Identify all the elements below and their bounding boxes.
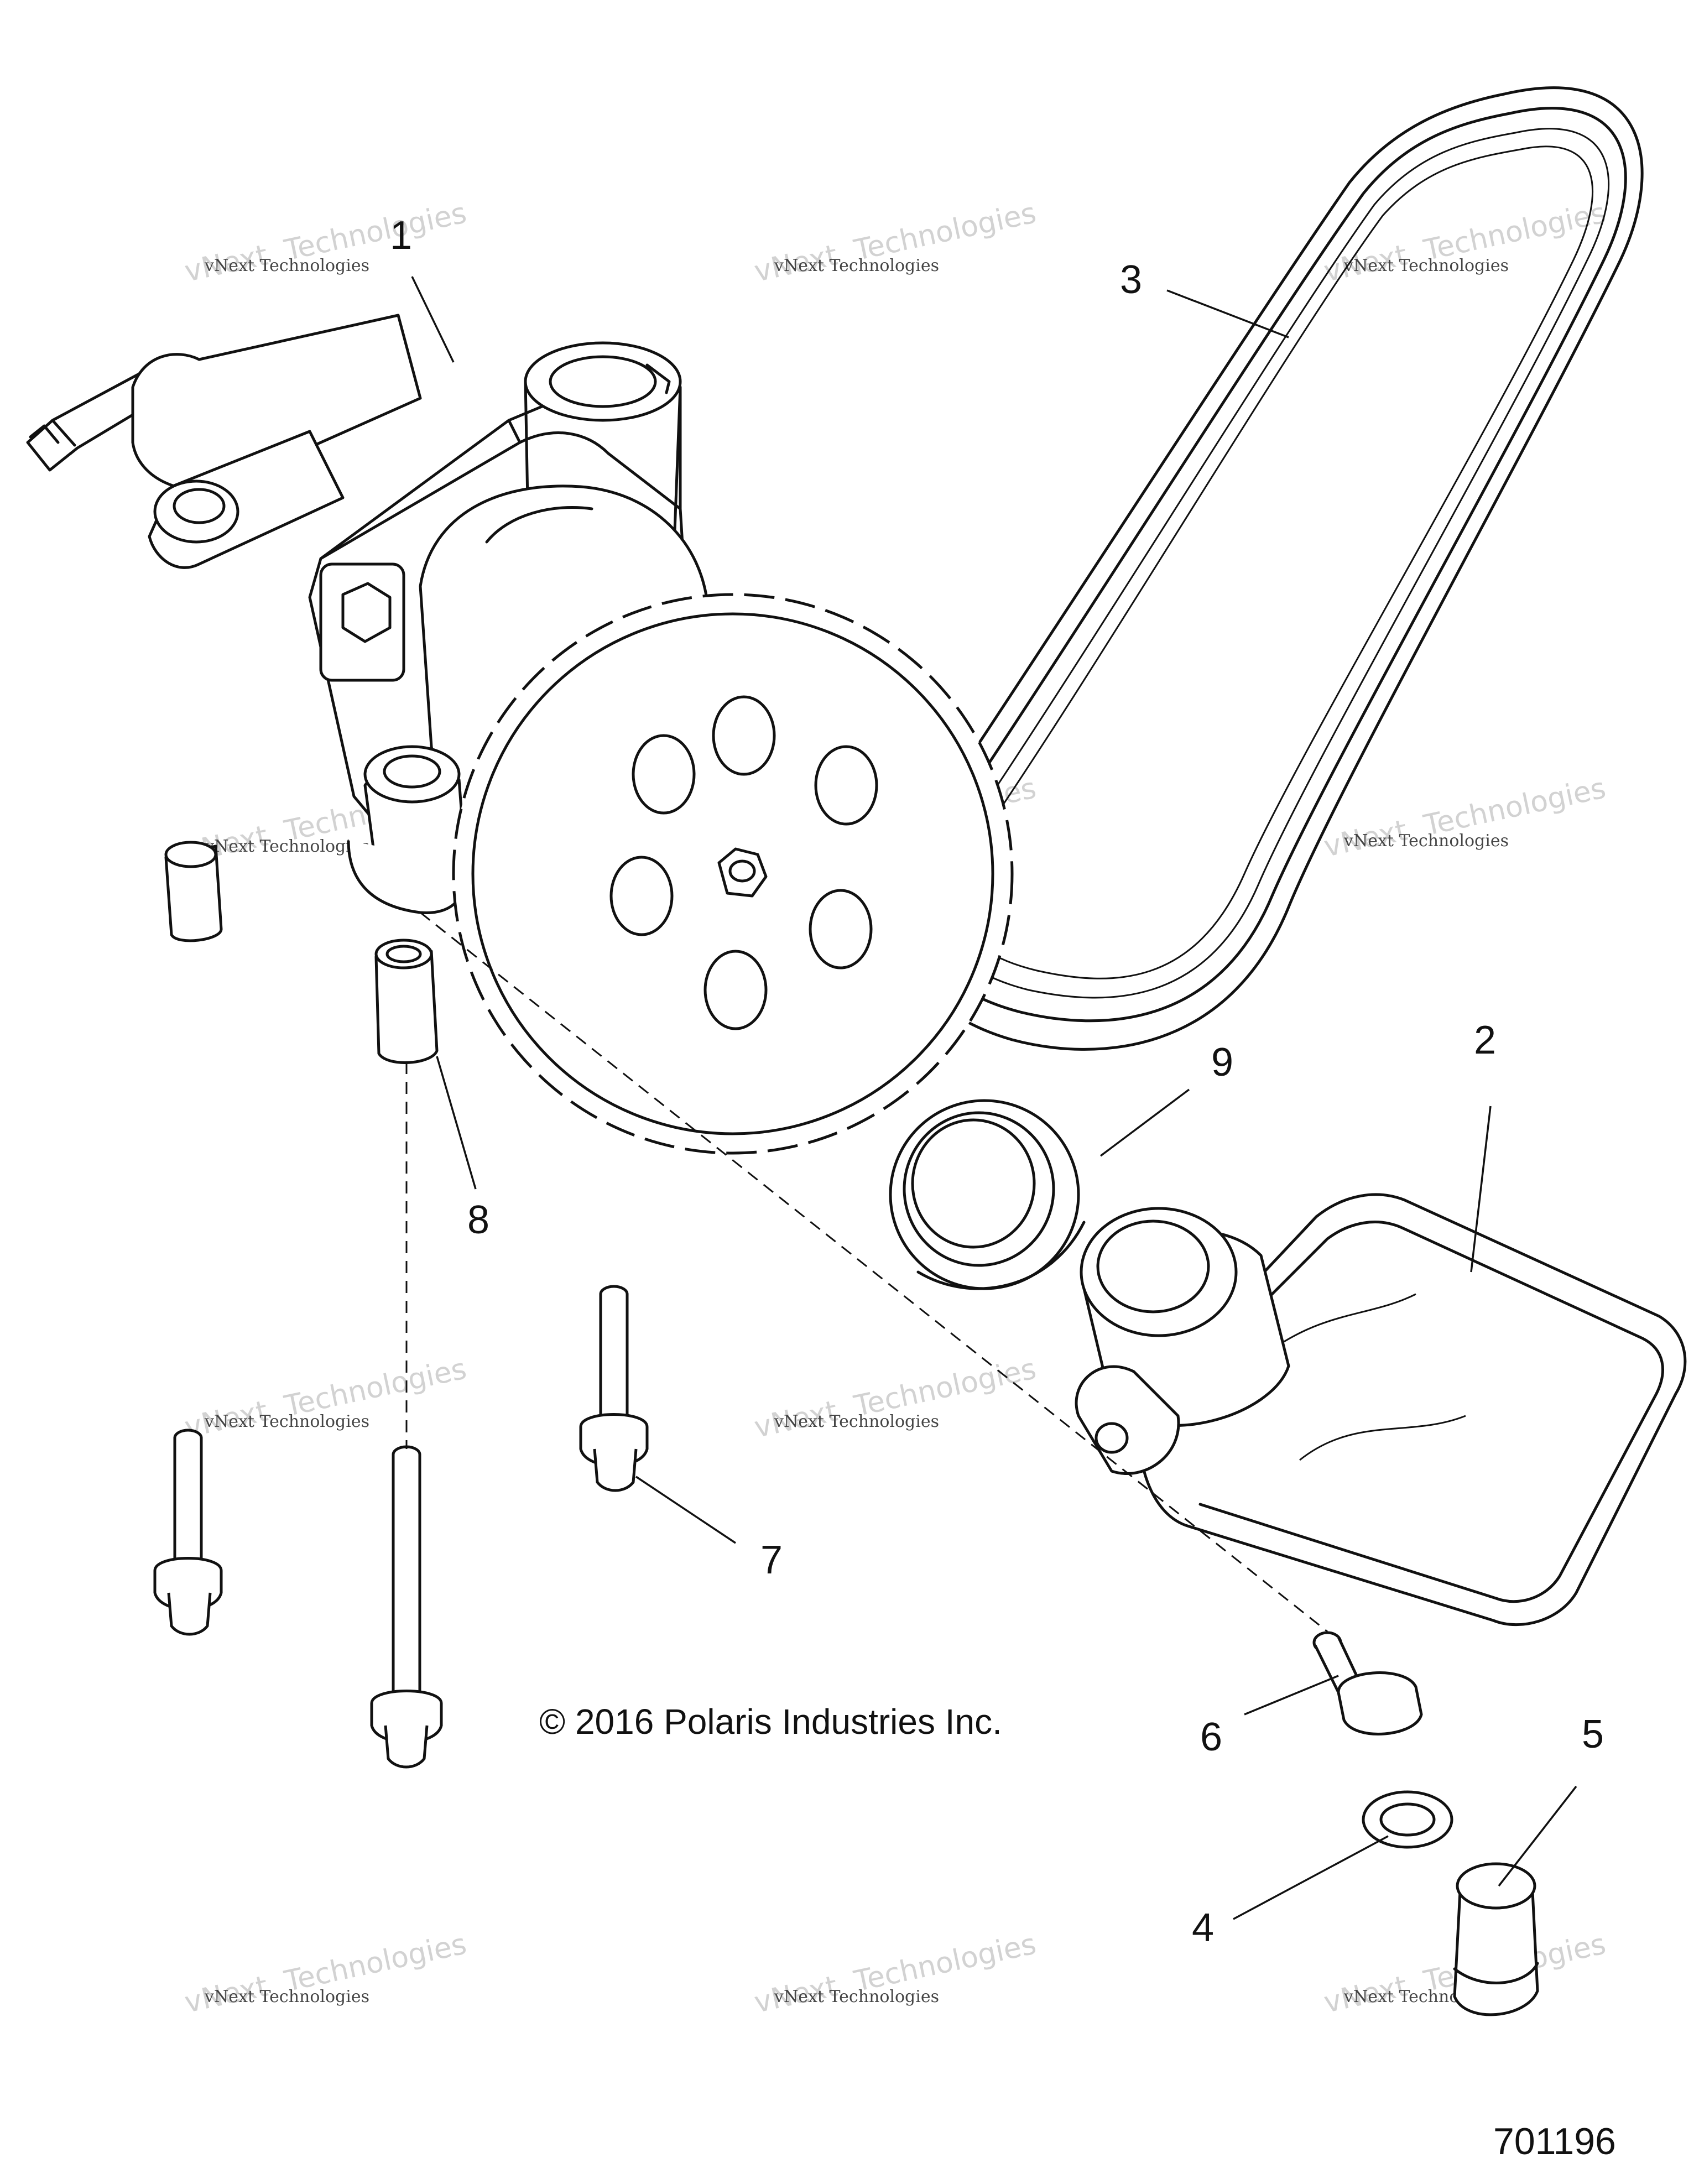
leader-lines (411, 276, 1577, 1920)
figure-number: 701196 (1493, 2120, 1616, 2162)
copyright-text: © 2016 Polaris Industries Inc. (539, 1702, 1002, 1742)
pump-sprocket (452, 593, 1014, 1155)
watermark-text: vNext Technologies (1343, 256, 1509, 275)
oil-pickup-screen (1075, 1193, 1687, 1627)
bolt (370, 1445, 443, 1769)
bolt (153, 1429, 223, 1636)
watermark: vNext Technologies vNext Technologies (1321, 772, 1609, 864)
watermark-text: vNext Technologies (204, 837, 369, 856)
watermark: vNext Technologies vNext Technologies (182, 1927, 470, 2020)
watermark-text: vNext Technologies (774, 1412, 939, 1431)
leader-1 (411, 276, 455, 363)
callout-5: 5 (1582, 1712, 1604, 1756)
leader-3 (1166, 289, 1289, 338)
callout-6: 6 (1200, 1715, 1222, 1759)
callout-4: 4 (1192, 1906, 1214, 1950)
pickup-seal (889, 1099, 1086, 1290)
leader-2 (1470, 1106, 1492, 1273)
dowel-pin-8 (374, 939, 439, 1064)
leader-5 (1498, 1785, 1577, 1887)
watermark: vNext Technologies vNext Technologies (182, 196, 470, 289)
callout-7: 7 (760, 1538, 783, 1582)
leader-8 (436, 1056, 477, 1190)
watermark-text: vNext Technologies (774, 256, 939, 275)
callout-3: 3 (1120, 258, 1142, 302)
dowel-pin (164, 841, 223, 942)
watermark: vNext Technologies vNext Technologies (752, 196, 1039, 289)
leader-9 (1099, 1088, 1190, 1157)
alignment-line (420, 911, 1328, 1633)
watermark-text: vNext Technologies (204, 1987, 369, 2006)
watermark: vNext Technologies vNext Technologies (182, 1352, 470, 1445)
watermark: vNext Technologies vNext Technologies (752, 1352, 1039, 1445)
callout-2: 2 (1474, 1018, 1496, 1062)
watermark-text: vNext Technologies (204, 1412, 369, 1431)
leader-4 (1233, 1835, 1389, 1920)
leader-6 (1244, 1675, 1339, 1716)
bolt-7 (579, 1285, 649, 1492)
callout-9: 9 (1211, 1040, 1233, 1085)
watermark-text: vNext Technologies (1343, 831, 1509, 851)
watermark-text: vNext Technologies (774, 1987, 939, 2006)
callout-8: 8 (467, 1198, 489, 1242)
leader-7 (635, 1476, 736, 1544)
watermark: vNext Technologies vNext Technologies (752, 1927, 1039, 2020)
sealing-washer (1362, 1790, 1453, 1849)
bolt-6 (1312, 1631, 1423, 1735)
drain-plug (1453, 1862, 1539, 2016)
drive-belt (894, 86, 1644, 1051)
watermark-text: vNext Technologies (204, 256, 369, 275)
callout-1: 1 (390, 213, 412, 258)
